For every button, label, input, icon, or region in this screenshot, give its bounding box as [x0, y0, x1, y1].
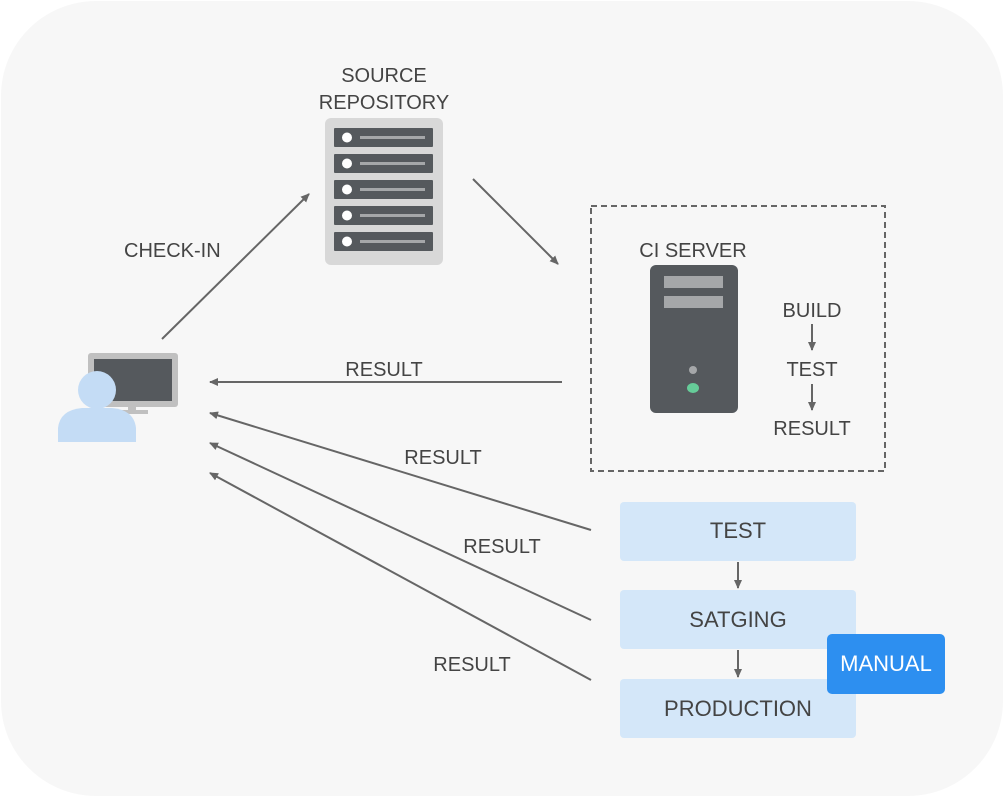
- test-stage-label: TEST: [710, 518, 766, 543]
- ci-result-label: RESULT: [773, 418, 850, 440]
- staging-result-arrow: [209, 442, 592, 621]
- production-stage-box: [620, 679, 856, 738]
- manual-badge: [827, 634, 945, 694]
- production-result-arrow: [209, 472, 592, 681]
- production-stage-label: PRODUCTION: [664, 696, 812, 721]
- test-result-arrow: [209, 411, 592, 531]
- source-repository-label-line1: SOURCE: [341, 65, 427, 87]
- repo-to-ci-arrow: [472, 178, 559, 265]
- server-tower-icon: [650, 265, 738, 413]
- source-repository-label-line2: REPOSITORY: [319, 92, 449, 114]
- ci-server-boundary: [590, 205, 886, 472]
- staging-result-arrow-label: RESULT: [463, 536, 540, 558]
- test-stage-box: [620, 502, 856, 561]
- ci-test-label: TEST: [786, 359, 837, 381]
- developer-at-monitor-icon: [58, 353, 178, 442]
- staging-stage-box: [620, 590, 856, 649]
- ci-result-arrow-label: RESULT: [345, 359, 422, 381]
- ci-build-label: BUILD: [783, 300, 842, 322]
- production-result-arrow-label: RESULT: [433, 654, 510, 676]
- check-in-label: CHECK-IN: [124, 240, 221, 262]
- ci-server-label: CI SERVER: [639, 240, 746, 262]
- manual-badge-label: MANUAL: [840, 651, 932, 676]
- staging-stage-label: SATGING: [689, 607, 786, 632]
- server-rack-icon: [325, 118, 443, 265]
- check-in-arrow: [161, 193, 310, 340]
- test-result-arrow-label: RESULT: [404, 447, 481, 469]
